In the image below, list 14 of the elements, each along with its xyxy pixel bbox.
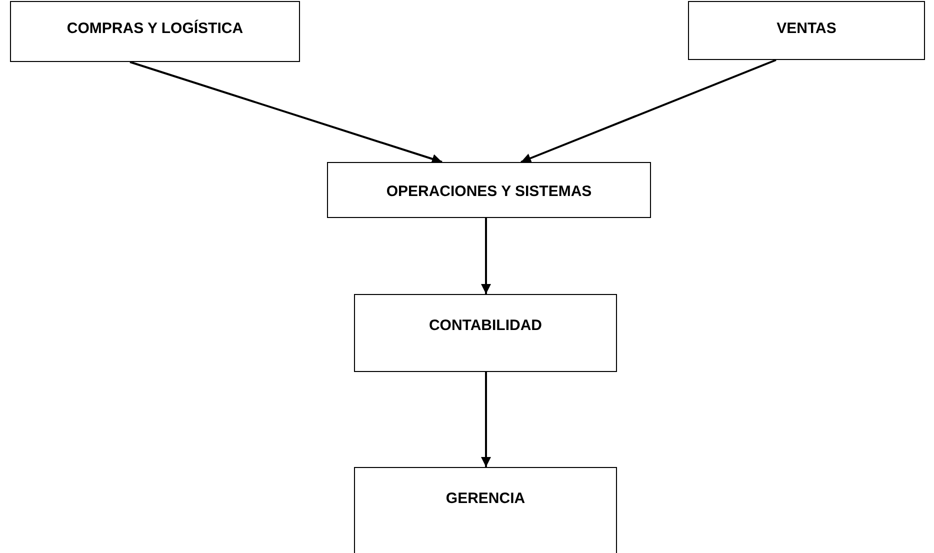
process-box	[354, 294, 617, 372]
box-label: VENTAS	[776, 20, 838, 37]
process-box	[10, 1, 300, 62]
box-label: OPERACIONES Y SISTEMAS	[385, 183, 593, 200]
arrow	[481, 218, 491, 294]
arrow	[520, 59, 776, 163]
process-box	[327, 162, 651, 218]
process-box	[688, 1, 925, 60]
box-label: GERENCIA	[444, 490, 526, 507]
box-label: CONTABILIDAD	[428, 317, 544, 334]
arrow	[481, 372, 491, 467]
process-box	[354, 467, 617, 553]
box-label: COMPRAS Y LOGÍSTICA	[66, 20, 244, 37]
arrow	[130, 61, 442, 164]
